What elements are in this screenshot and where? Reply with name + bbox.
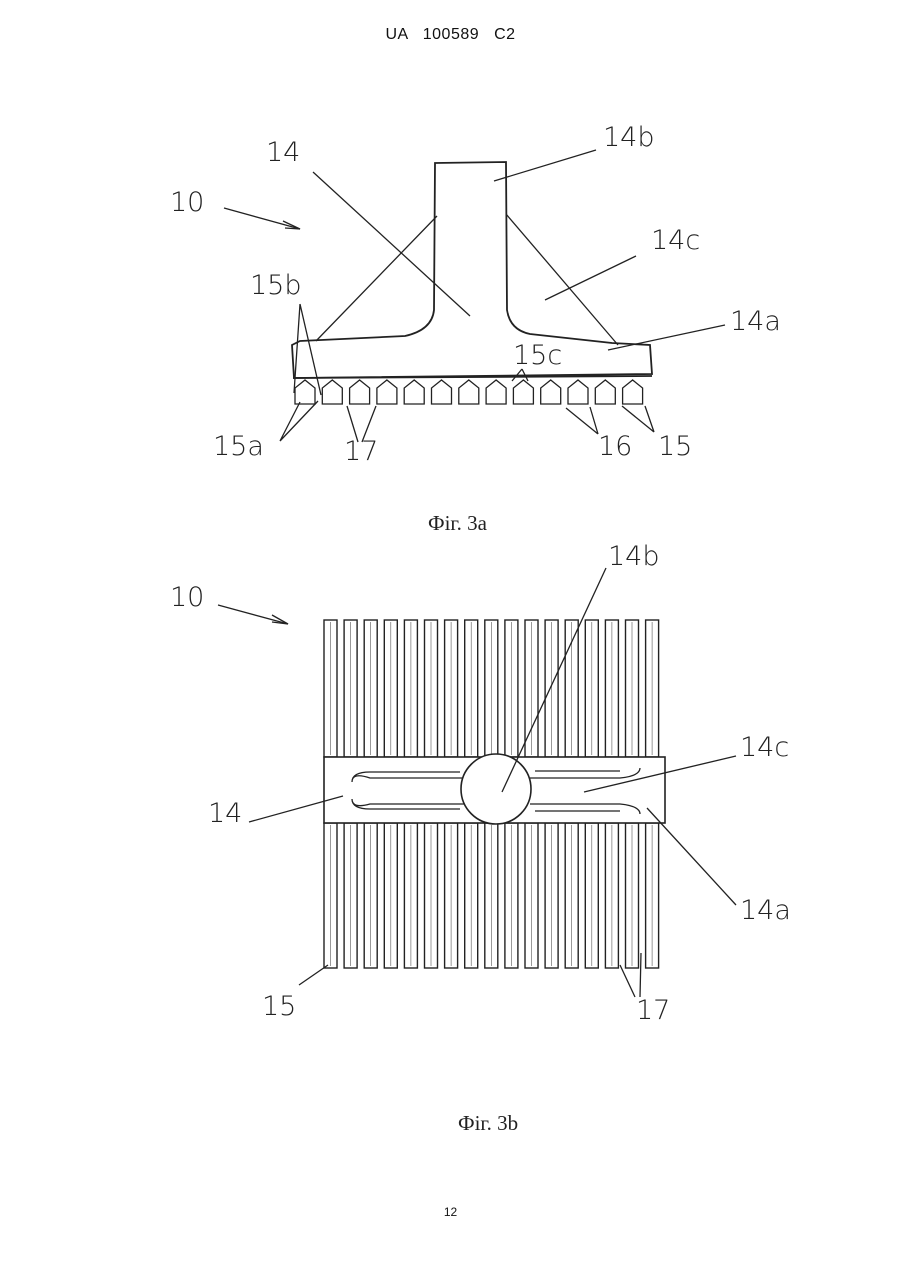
tooth (595, 380, 615, 404)
tooth (513, 380, 533, 404)
tooth (377, 380, 397, 404)
leader-14 (313, 172, 470, 316)
label-10: 10 (170, 187, 204, 218)
figure-3b: 10 14b 14c 14 14a 15 17 Фіг. 3b (170, 541, 791, 1135)
label-15a: 15a (213, 431, 264, 462)
handle-14b (292, 162, 652, 378)
label-15-top: 15 (262, 991, 296, 1022)
rib-left (316, 216, 437, 341)
label-14a-top: 14a (740, 895, 791, 926)
leader-10 (224, 208, 300, 229)
label-15: 15 (658, 431, 692, 462)
tooth (350, 380, 370, 404)
label-14a: 14a (730, 306, 781, 337)
leader-14a-top (647, 808, 736, 905)
tooth (295, 380, 315, 404)
label-15b: 15b (250, 270, 302, 301)
tooth (623, 380, 643, 404)
leader-14a (608, 325, 725, 350)
base-plate-edge (293, 376, 652, 378)
label-17-top: 17 (636, 995, 670, 1026)
label-17: 17 (344, 436, 378, 467)
label-16: 16 (598, 431, 632, 462)
rib-right (506, 214, 618, 345)
leader-14b (494, 150, 596, 181)
leader-16 (566, 407, 598, 434)
leader-14c (545, 256, 636, 300)
arrow-10b (272, 615, 288, 624)
figure-3b-caption: Фіг. 3b (458, 1111, 518, 1135)
label-14b: 14b (603, 122, 655, 153)
figure-3a-caption: Фіг. 3a (428, 511, 488, 535)
figure-3a: 10 14 14b 14c 14a 15b 15c 15a 17 16 15 Ф… (170, 122, 781, 535)
label-14c-top: 14c (740, 732, 789, 763)
tooth (459, 380, 479, 404)
tooth (432, 380, 452, 404)
tooth (541, 380, 561, 404)
label-14-top: 14 (208, 798, 242, 829)
label-14c: 14c (651, 225, 700, 256)
leader-15-top (299, 965, 328, 985)
handle-circle-14b (461, 754, 531, 824)
tooth (486, 380, 506, 404)
tooth (568, 380, 588, 404)
tooth (322, 380, 342, 404)
leader-15 (622, 406, 654, 432)
page-number: 12 (0, 1205, 901, 1219)
leader-15a (280, 401, 318, 441)
tooth (404, 380, 424, 404)
label-14: 14 (266, 137, 300, 168)
leader-10b (218, 605, 288, 624)
label-15c: 15c (513, 340, 562, 371)
label-14b-top: 14b (608, 541, 660, 572)
teeth-row-15 (295, 380, 643, 404)
label-10b: 10 (170, 582, 204, 613)
